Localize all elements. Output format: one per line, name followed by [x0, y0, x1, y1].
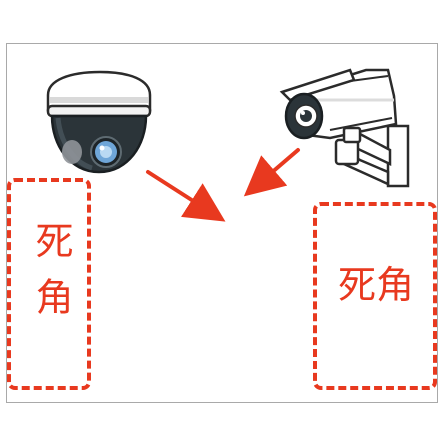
blind-spot-label-left: 死角 [29, 221, 73, 333]
arrow-down-left-icon [243, 148, 300, 197]
dome-camera-icon [46, 70, 152, 174]
blind-spot-label-right: 死角 [337, 263, 414, 307]
blind-spot-zone-left [7, 178, 91, 390]
arrow-down-right-icon [146, 170, 226, 222]
blind-spot-zone-right [313, 202, 437, 390]
bullet-camera-icon [279, 68, 410, 188]
